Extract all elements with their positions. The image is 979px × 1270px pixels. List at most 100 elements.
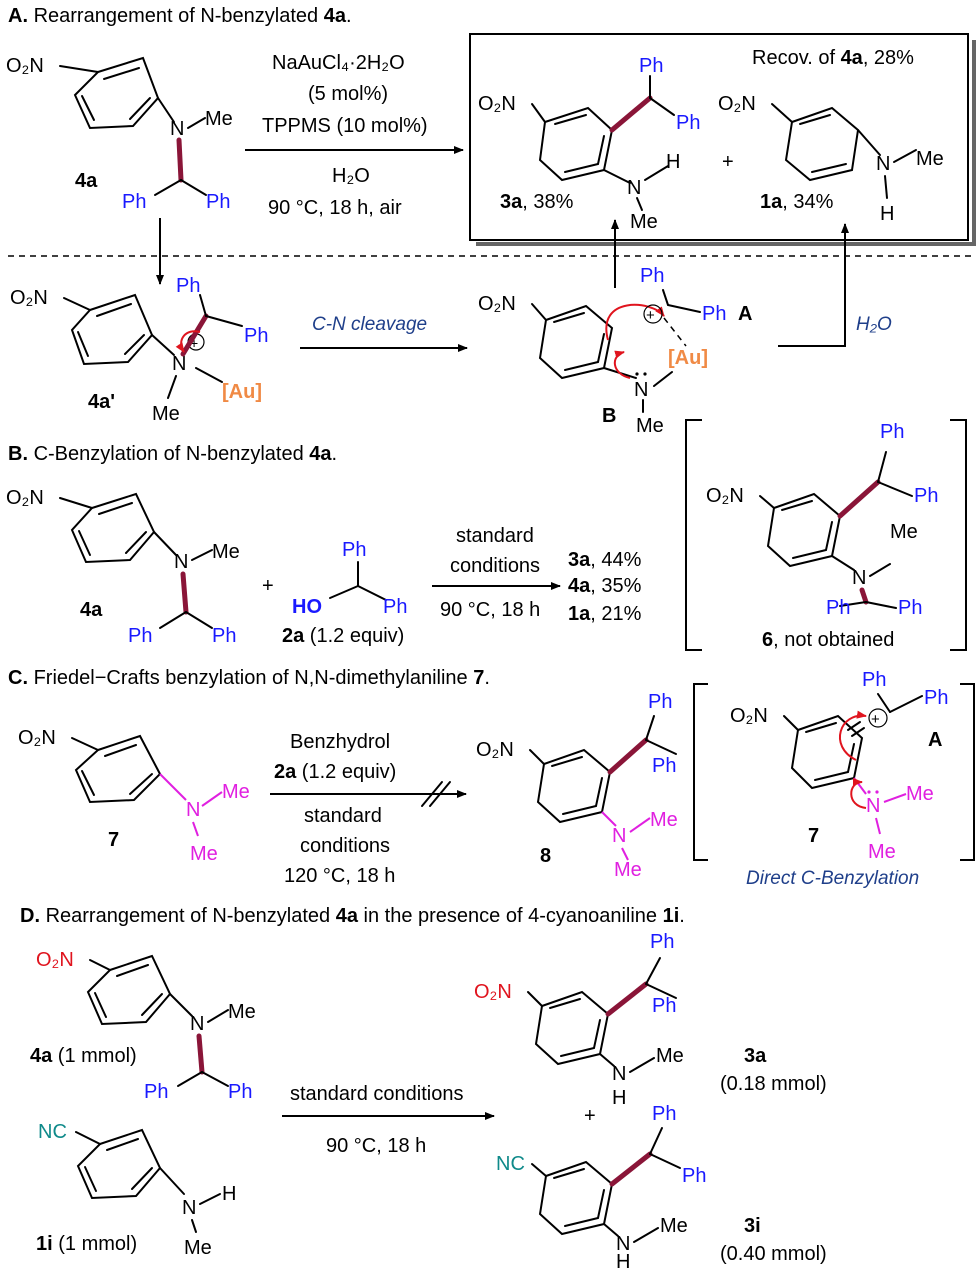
amine-n-label: N <box>174 551 188 573</box>
amount-3a: (0.18 mmol) <box>720 1073 827 1095</box>
condition-temperature: 120 °C, 18 h <box>284 865 395 887</box>
compound-1i-structure: NC N H Me 1i (1 mmol) <box>36 1121 236 1259</box>
yield-1a: 1a, 34% <box>760 191 834 213</box>
amine-n-label: N <box>186 799 200 821</box>
hydroxyl-label: HO <box>292 596 322 618</box>
curly-arrow <box>175 330 201 353</box>
carbocation-label-a: A <box>928 729 942 751</box>
nitro-group-label: O₂N <box>36 949 74 971</box>
svg-text:B. C-Benzylation of N-benzylat: B. C-Benzylation of N-benzylated 4a. <box>8 443 337 465</box>
alcohol-label: 2a (1.2 equiv) <box>282 625 404 647</box>
condition-standard: standard <box>456 525 534 547</box>
phenyl-label: Ph <box>650 931 674 953</box>
plus-sign: + <box>584 1105 596 1127</box>
amine-n-label: N <box>634 379 648 401</box>
bracket-left <box>693 683 708 861</box>
svg-text:C. Friedel−Crafts benzylation: C. Friedel−Crafts benzylation of N,N-dim… <box>8 667 490 689</box>
condition-catalyst-loading: (5 mol%) <box>308 83 388 105</box>
nitro-group-label: O₂N <box>6 487 44 509</box>
plus-sign: + <box>722 151 734 173</box>
compound-3a-structure: O₂N Ph Ph N H Me 3a, 38% <box>478 55 700 233</box>
phenyl-label: Ph <box>228 1081 252 1103</box>
methyl-label: Me <box>868 841 896 863</box>
cation-charge: + <box>190 335 198 351</box>
cyano-group-label: NC <box>38 1121 67 1143</box>
amine-n-label: N <box>612 825 626 847</box>
phenyl-label: Ph <box>652 1103 676 1125</box>
compound-6-structure: O₂N Ph Ph N Me Ph Ph 6, not obtained <box>706 421 938 651</box>
intermediate-b-structure: O₂N + Ph Ph A [Au] N Me B <box>478 265 752 437</box>
phenyl-label: Ph <box>826 597 850 619</box>
amine-h-label: H <box>616 1251 630 1270</box>
compound-6-note: 6, not obtained <box>762 629 894 651</box>
recovery-note: Recov. of 4a, 28% <box>752 47 914 69</box>
result-1a: 1a, 21% <box>568 603 642 625</box>
phenyl-label: Ph <box>862 669 886 691</box>
section-c-title: Friedel−Crafts benzylation of N,N-dimeth… <box>34 667 474 689</box>
intermediate-4a-prime-structure: O₂N N + Ph Ph [Au] Me 4a' <box>10 275 268 425</box>
amount-3i: (0.40 mmol) <box>720 1243 827 1265</box>
plus-sign: + <box>262 575 274 597</box>
methyl-label: Me <box>906 783 934 805</box>
curly-arrow <box>605 303 665 341</box>
amine-n-label: N <box>616 1233 630 1255</box>
condition-conditions: conditions <box>300 835 390 857</box>
section-a-title-cpd: 4a <box>324 5 347 27</box>
nitro-group-label: O₂N <box>18 727 56 749</box>
svg-text:A. Rearrangement of N-benzylat: A. Rearrangement of N-benzylated 4a. <box>8 5 352 27</box>
intermediate-label-b: B <box>602 405 616 427</box>
gold-catalyst-label: [Au] <box>668 347 708 369</box>
curly-arrow <box>614 350 631 379</box>
condition-ligand: TPPMS (10 mol%) <box>262 115 428 137</box>
cleavage-label: C-N cleavage <box>312 314 427 335</box>
nitro-group-label: O₂N <box>6 55 44 77</box>
amine-n-label: N <box>172 353 186 375</box>
nitro-group-label: O₂N <box>474 981 512 1003</box>
methyl-label: Me <box>630 211 658 233</box>
condition-temperature: 90 °C, 18 h <box>326 1135 426 1157</box>
compound-label-4a: 4a (1 mmol) <box>30 1045 137 1067</box>
phenyl-label: Ph <box>648 691 672 713</box>
phenyl-label: Ph <box>383 596 407 618</box>
amine-n-label: N <box>627 177 641 199</box>
condition-temperature: 90 °C, 18 h <box>440 599 540 621</box>
phenyl-label: Ph <box>176 275 200 297</box>
intermediate-label-a: A <box>738 303 752 325</box>
condition-equiv: 2a (1.2 equiv) <box>274 761 396 783</box>
section-b-title: C-Benzylation of N-benzylated <box>34 443 310 465</box>
cation-charge: + <box>646 307 655 324</box>
amine-n-label: N <box>182 1197 196 1219</box>
nitro-group-label: O₂N <box>10 287 48 309</box>
water-label: H₂O <box>856 314 892 335</box>
compound-4a-structure: O₂N N Me Ph Ph 4a <box>6 55 233 213</box>
bracket-right <box>950 419 967 651</box>
compound-label-8: 8 <box>540 845 551 867</box>
phenyl-label: Ph <box>206 191 230 213</box>
section-d-letter: D. <box>20 905 40 927</box>
result-4a: 4a, 35% <box>568 575 642 597</box>
compound-label-4a-prime: 4a' <box>88 391 115 413</box>
phenyl-label: Ph <box>676 112 700 134</box>
section-b: B. C-Benzylation of N-benzylated 4a. O₂N… <box>6 419 967 651</box>
phenyl-label: Ph <box>880 421 904 443</box>
phenyl-label: Ph <box>342 539 366 561</box>
phenyl-label: Ph <box>212 625 236 647</box>
section-c-letter: C. <box>8 667 28 689</box>
phenyl-label: Ph <box>682 1165 706 1187</box>
nitro-group-label: O₂N <box>476 739 514 761</box>
section-b-letter: B. <box>8 443 28 465</box>
phenyl-label: Ph <box>924 687 948 709</box>
methyl-label: Me <box>660 1215 688 1237</box>
svg-text:D. Rearrangement of N-benzylat: D. Rearrangement of N-benzylated 4a in t… <box>20 905 685 927</box>
compound-label-1i: 1i (1 mmol) <box>36 1233 137 1255</box>
cyano-group-label: NC <box>496 1153 525 1175</box>
phenyl-label: Ph <box>914 485 938 507</box>
compound-8-structure: O₂N Ph Ph N Me Me 8 <box>476 691 678 881</box>
condition-reagent: Benzhydrol <box>290 731 390 753</box>
phenyl-label: Ph <box>652 995 676 1017</box>
amine-n-label: N <box>866 795 880 817</box>
condition-standard: standard <box>304 805 382 827</box>
compound-4a-structure: O₂N N Me Ph Ph 4a (1 mmol) <box>30 949 256 1103</box>
nitro-group-label: O₂N <box>718 93 756 115</box>
